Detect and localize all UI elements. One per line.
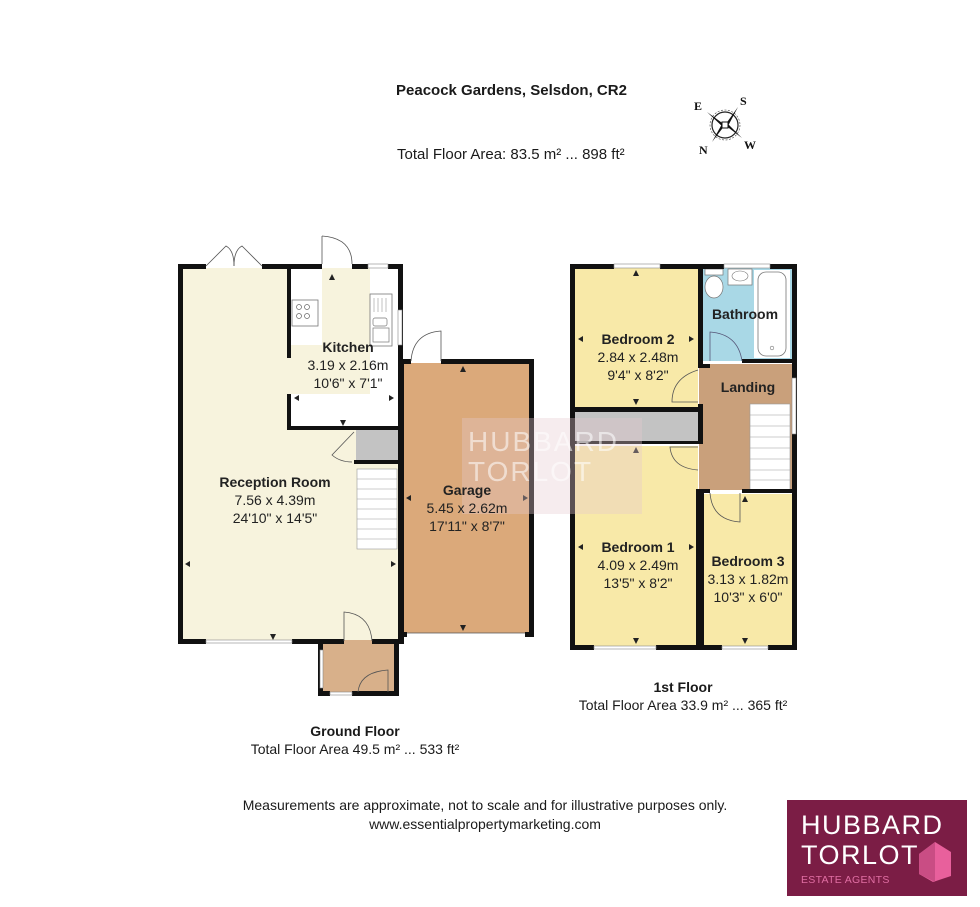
- bedroom-1-area: [574, 446, 698, 646]
- compass-e: E: [694, 99, 702, 113]
- logo-line2: TORLOT: [801, 840, 920, 870]
- room-label-bedroom-3: Bedroom 3 3.13 x 1.82m 10'3" x 6'0": [707, 553, 789, 605]
- agency-logo: HUBBARD TORLOT ESTATE AGENTS: [787, 800, 967, 896]
- watermark: HUBBARD TORLOT: [462, 418, 642, 514]
- watermark-line1: HUBBARD: [468, 426, 619, 457]
- room-label-bathroom: Bathroom: [711, 306, 779, 322]
- watermark-line2: TORLOT: [468, 456, 594, 487]
- porch-area: [322, 640, 398, 694]
- sink-icon: [369, 293, 393, 347]
- room-label-bedroom-2: Bedroom 2 2.84 x 2.48m 9'4" x 8'2": [597, 331, 679, 383]
- website-link[interactable]: www.essentialpropertymarketing.com: [369, 816, 601, 832]
- garage-door-icon: [410, 330, 442, 362]
- bedroom-3-area: [702, 494, 792, 646]
- disclaimer: Measurements are approximate, not to sca…: [0, 796, 980, 834]
- logo-line1: HUBBARD: [801, 810, 944, 840]
- door-icon: [321, 235, 353, 265]
- compass-s: S: [740, 94, 747, 108]
- room-label-landing: Landing: [720, 379, 776, 395]
- first-floor-caption: 1st Floor Total Floor Area 33.9 m² ... 3…: [578, 679, 788, 713]
- bathtub-icon: [757, 271, 787, 357]
- compass-rose-icon: E S N W: [694, 94, 756, 157]
- first-floor-plan: [570, 263, 797, 650]
- ground-floor-plan: [178, 235, 534, 696]
- compass-n: N: [699, 143, 708, 157]
- french-doors-icon: [205, 245, 263, 267]
- toilet-icon: [704, 275, 724, 299]
- room-label-reception: Reception Room 7.56 x 4.39m 24'10" x 14'…: [219, 474, 331, 526]
- garage-area: [403, 363, 530, 633]
- stairs-icon: [749, 403, 791, 491]
- room-label-kitchen: Kitchen 3.19 x 2.16m 10'6" x 7'1": [307, 339, 389, 391]
- property-title: Peacock Gardens, Selsdon, CR2: [396, 82, 627, 99]
- compass-w: W: [744, 138, 756, 152]
- dimension-markers: [185, 270, 748, 644]
- ground-floor-caption: Ground Floor Total Floor Area 49.5 m² ..…: [250, 723, 460, 757]
- disclaimer-text: Measurements are approximate, not to sca…: [242, 797, 728, 813]
- logo-line3: ESTATE AGENTS: [801, 874, 890, 886]
- total-floor-area: Total Floor Area: 83.5 m² ... 898 ft²: [397, 146, 625, 163]
- room-label-garage: Garage 5.45 x 2.62m 17'11" x 8'7": [426, 482, 508, 534]
- hob-icon: [291, 299, 319, 327]
- room-label-bedroom-1: Bedroom 1 4.09 x 2.49m 13'5" x 8'2": [597, 539, 679, 591]
- basin-icon: [727, 268, 753, 286]
- house-icon: [919, 842, 951, 882]
- wardrobe-area: [574, 412, 698, 444]
